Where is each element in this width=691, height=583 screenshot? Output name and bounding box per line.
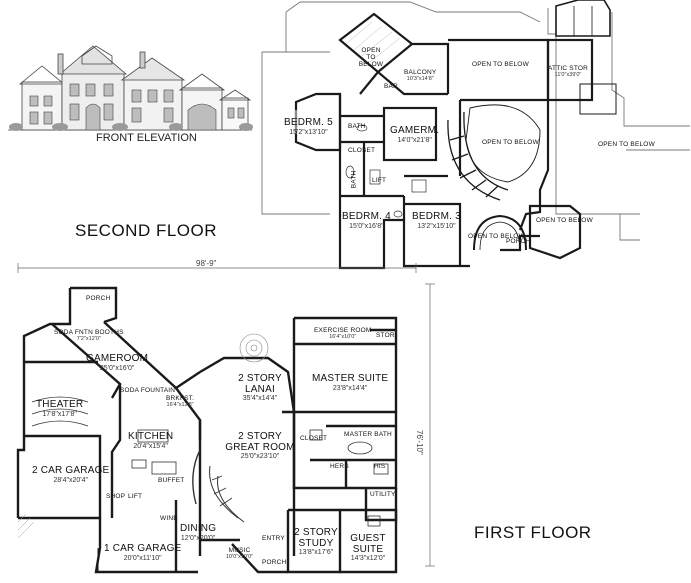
first-floor-title: FIRST FLOOR xyxy=(474,523,592,542)
room-open-below-1: OPEN TO BELOW xyxy=(358,47,384,68)
first-floor-plan xyxy=(16,263,435,574)
room-open-below-3: OPEN TO BELOW xyxy=(482,139,539,146)
room-entry: ENTRY xyxy=(262,535,285,542)
room-open-below-2: OPEN TO BELOW xyxy=(472,61,529,68)
room-gameroom-upper: GAMERM.14'0"x21'8" xyxy=(390,125,440,144)
room-open-below-6: OPEN TO BELOW xyxy=(536,217,593,224)
room-soda-fountain: SODA FOUNTAIN xyxy=(120,387,176,394)
room-wine: WINE xyxy=(160,515,178,522)
room-shop: SHOP xyxy=(106,493,126,500)
room-buffet: BUFFET xyxy=(158,477,185,484)
room-porch-upper: PORCH xyxy=(506,238,531,245)
room-master-bath: MASTER BATH xyxy=(344,431,392,438)
front-elevation-caption: FRONT ELEVATION xyxy=(96,132,197,144)
room-porch-top: PORCH xyxy=(86,295,111,302)
room-closet-master: CLOSET xyxy=(300,435,328,442)
second-floor-title: SECOND FLOOR xyxy=(75,221,218,240)
room-bath-5: BATH xyxy=(348,123,366,130)
room-bath-mid: BATH xyxy=(350,170,358,189)
room-closet-hers: HERS xyxy=(330,463,349,470)
room-breakfast: BRKFST.16'4"x12'8" xyxy=(166,395,195,408)
room-bar: BAR xyxy=(384,83,398,90)
room-open-below-4: OPEN TO BELOW xyxy=(598,141,655,148)
room-storage: STOR xyxy=(376,332,395,339)
overall-width-dimension: 98'-9" xyxy=(196,259,217,268)
room-open-below-5: OPEN TO BELOW xyxy=(468,233,525,240)
room-lift-lower: LIFT xyxy=(128,493,143,500)
room-lift-upper: LIFT xyxy=(372,177,387,184)
front-elevation-sketch xyxy=(8,45,253,131)
room-closet-upper: CLOSET xyxy=(348,147,376,154)
overall-depth-dimension: 76'-10" xyxy=(415,430,424,455)
room-utility: UTILITY xyxy=(370,491,396,498)
room-closet-his: HIS xyxy=(374,463,386,470)
room-porch-front: PORCH xyxy=(262,559,287,566)
